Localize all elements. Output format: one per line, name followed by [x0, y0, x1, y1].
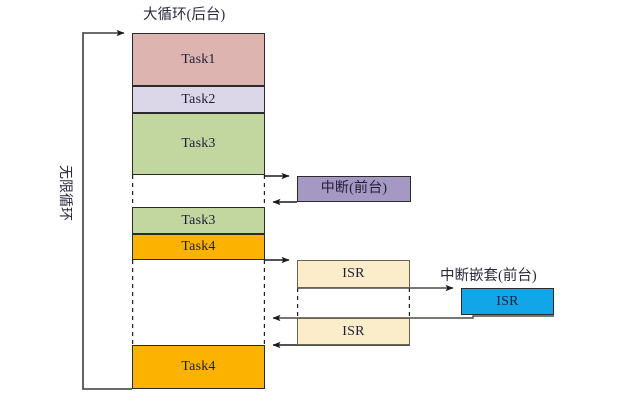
task-block-task3-resume: Task3 — [132, 207, 265, 234]
task-block-task4-resume: Task4 — [132, 345, 265, 389]
task-block-task2: Task2 — [132, 86, 265, 113]
isr-block-resume: ISR — [297, 318, 410, 345]
task-block-label: Task3 — [181, 136, 216, 151]
arrow-to-interrupt — [264, 172, 290, 180]
label-infinite-loop: 无限循环 — [57, 165, 72, 221]
title-background-loop: 大循环(后台) — [143, 7, 226, 23]
task-block-task4-first: Task4 — [132, 234, 265, 260]
task-block-label: Task4 — [181, 239, 216, 254]
task-block-label: Task4 — [181, 359, 216, 374]
interrupt-block-foreground: 中断(前台) — [297, 176, 411, 202]
isr-block-label: ISR — [342, 323, 365, 339]
task-block-task1: Task1 — [132, 33, 265, 86]
isr-block-nested: ISR — [461, 288, 554, 315]
task-block-label: Task1 — [181, 51, 216, 67]
isr-block-first: ISR — [297, 260, 410, 288]
infinite-loop-bracket — [82, 29, 132, 390]
isr-block-label: ISR — [342, 266, 365, 281]
isr-block-label: ISR — [496, 293, 519, 309]
timeline-rails — [132, 175, 410, 345]
task-block-task3-first: Task3 — [132, 113, 265, 175]
task-block-label: Task3 — [181, 212, 216, 228]
interrupt-block-label: 中断(前台) — [320, 181, 388, 196]
label-nested-interrupt: 中断嵌套(前台) — [440, 268, 537, 284]
task-block-label: Task2 — [181, 91, 216, 107]
